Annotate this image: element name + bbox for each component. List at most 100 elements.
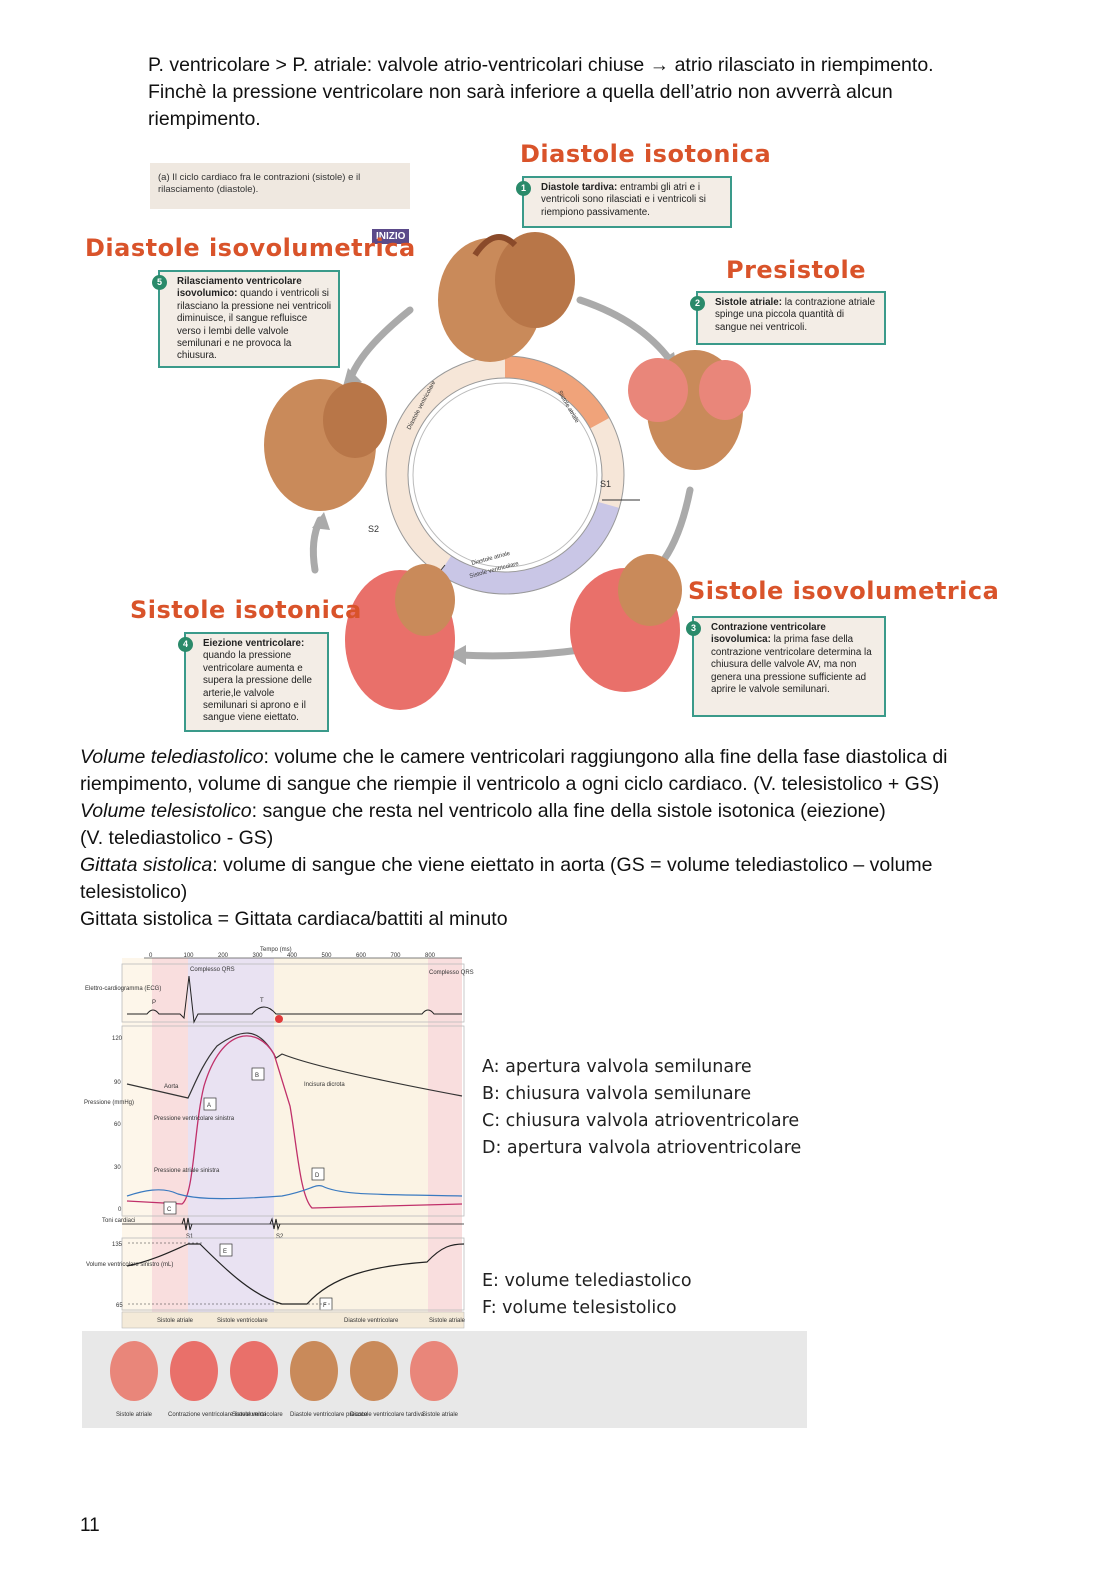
volume-tick-65: 65 [116,1303,123,1309]
la-pressure-label: Pressione atriale sinistra [154,1168,220,1174]
marker-f: F [323,1303,327,1309]
pressure-tick: 0 [118,1207,122,1213]
term-volume-telesistolico: Volume telesistolico [80,800,252,822]
def-gittata-sistolica: : volume di sangue che viene eiettato in… [80,854,933,903]
phase-box-text: quando la pressione ventricolare aumenta… [203,650,312,724]
aorta-label: Aorta [164,1084,179,1090]
phase-box-text: quando i ventricoli si rilasciano la pre… [177,288,332,362]
legend-c: C: chiusura valvola atrioventricolare [482,1111,800,1131]
ring-s2: S2 [368,524,379,534]
marker-a: A [207,1103,211,1109]
time-tick: 200 [218,953,229,959]
time-tick: 0 [149,953,153,959]
definitions-paragraph: Volume telediastolico: volume che le cam… [80,744,1040,933]
time-tick: 800 [425,953,436,959]
time-tick: 600 [356,953,367,959]
s2-label: S2 [276,1234,284,1240]
heart-icon-2 [628,350,751,470]
mini-hearts-strip [110,1341,458,1401]
phase-box-bold: Rilasciamento ventricolare isovolumico: [177,276,302,300]
lv-pressure-label: Pressione ventricolare sinistra [154,1116,235,1122]
bottom-label: Diastole ventricolare precoce [290,1412,368,1418]
time-axis-label: Tempo (ms) [260,947,292,953]
s1-label: S1 [186,1234,194,1240]
phase-bar-4: Sistole atriale [429,1318,466,1324]
heart-icon-5 [264,379,387,511]
ring-s1: S1 [600,479,611,489]
bottom-label: Diastole ventricolare tardiva [350,1412,425,1418]
phase-box-4: 4 Eiezione ventricolare: quando la press… [178,632,329,732]
phase-box-5: 5 Rilasciamento ventricolare isovolumico… [152,270,340,368]
phase-box-bold: Eiezione ventricolare: [203,638,305,649]
volume-tick-135: 135 [112,1242,123,1248]
page-number: 11 [80,1515,100,1536]
phase-number: 2 [690,296,705,311]
marker-c: C [167,1207,172,1213]
ecg-label: Elettro-cardiogramma (ECG) [85,986,161,992]
heart-icon-3 [570,554,682,692]
time-tick: 300 [253,953,264,959]
figure-caption: (a) Il ciclo cardiaco fra le contrazioni… [150,163,410,209]
pressure-tick: 90 [114,1080,121,1086]
bottom-label: Contrazione ventricolare isovolumica [168,1412,267,1418]
bottom-label: Sistole ventricolare [232,1412,283,1418]
phase-number: 1 [516,181,531,196]
marker-b: B [255,1073,259,1079]
formula-gittata-sistolica: Gittata sistolica = Gittata cardiaca/bat… [80,908,508,930]
phase-box-bold: Contrazione ventricolare isovolumica: [711,622,826,646]
ecg-t: T [260,998,264,1004]
cycle-diagram: S1 S2 Diastole ventricolare Sistole atri… [264,232,751,710]
intro-line-2: Finchè la pressione ventricolare non sar… [148,81,893,130]
qrs-label-2: Complesso QRS [429,970,474,976]
heart-icon-4 [345,564,455,710]
pressure-tick: 120 [112,1036,123,1042]
bottom-label: Sistole atriale [422,1412,459,1418]
cardiac-cycle-figure: (a) Il ciclo cardiaco fra le contrazioni… [80,140,999,732]
cursor-marker [275,1015,283,1023]
mini-heart-icon [110,1341,158,1401]
mini-heart-icon [290,1341,338,1401]
phase-number: 4 [178,637,193,652]
legend-e: E: volume telediastolico [482,1271,692,1291]
marker-e: E [223,1249,227,1255]
phase-box-1: 1 Diastole tardiva: entrambi gli atri e … [516,176,732,228]
legend-f: F: volume telesistolico [482,1298,677,1318]
legend-b: B: chiusura valvola semilunare [482,1084,752,1104]
legend-a: A: apertura valvola semilunare [482,1057,752,1077]
phase-box-text: la contrazione atriale spinge una piccol… [715,297,876,333]
pressure-ticks: 120 90 60 30 0 [112,1036,123,1213]
phase-box-bold: Sistole atriale: [715,297,782,308]
phase-title-diastole-isovolumetrica: Diastole isovolumetrica [85,234,416,262]
phase-title-sistole-isotonica: Sistole isotonica [130,596,362,624]
phase-box-2: 2 Sistole atriale: la contrazione atrial… [690,291,886,345]
bottom-labels: Sistole atriale Contrazione ventricolare… [116,1412,459,1418]
intro-paragraph: P. ventricolare > P. atriale: valvole at… [148,52,1008,133]
bottom-label: Sistole atriale [116,1412,153,1418]
phase-title-presistole: Presistole [726,256,866,284]
ecg-p: P [152,1000,156,1006]
time-tick: 400 [287,953,298,959]
pressure-tick: 60 [114,1122,121,1128]
term-volume-telediastolico: Volume telediastolico [80,746,264,768]
phase-box-bold: Diastole tardiva: [541,182,618,193]
phase-bar-2: Sistole ventricolare [217,1318,268,1324]
def-volume-telediastolico: : volume che le camere ventricolari ragg… [80,746,948,795]
marker-d: D [315,1173,320,1179]
heart-sounds-label: Toni cardiaci [102,1218,135,1224]
qrs-label-1: Complesso QRS [190,967,235,973]
start-badge: INIZIO [372,229,410,244]
pressure-axis-label: Pressione (mmHg) [84,1100,134,1106]
mini-heart-icon [410,1341,458,1401]
mini-heart-icon [230,1341,278,1401]
time-tick: 100 [184,953,195,959]
def-volume-telesistolico: : sangue che resta nel ventricolo alla f… [251,800,886,822]
phase-number: 3 [686,621,701,636]
cycle-ring [385,355,640,595]
mini-heart-icon [170,1341,218,1401]
legend-d: D: apertura valvola atrioventricolare [482,1138,802,1158]
phase-number: 5 [152,275,167,290]
time-tick: 700 [391,953,402,959]
incisura-label: Incisura dicrota [304,1082,345,1088]
